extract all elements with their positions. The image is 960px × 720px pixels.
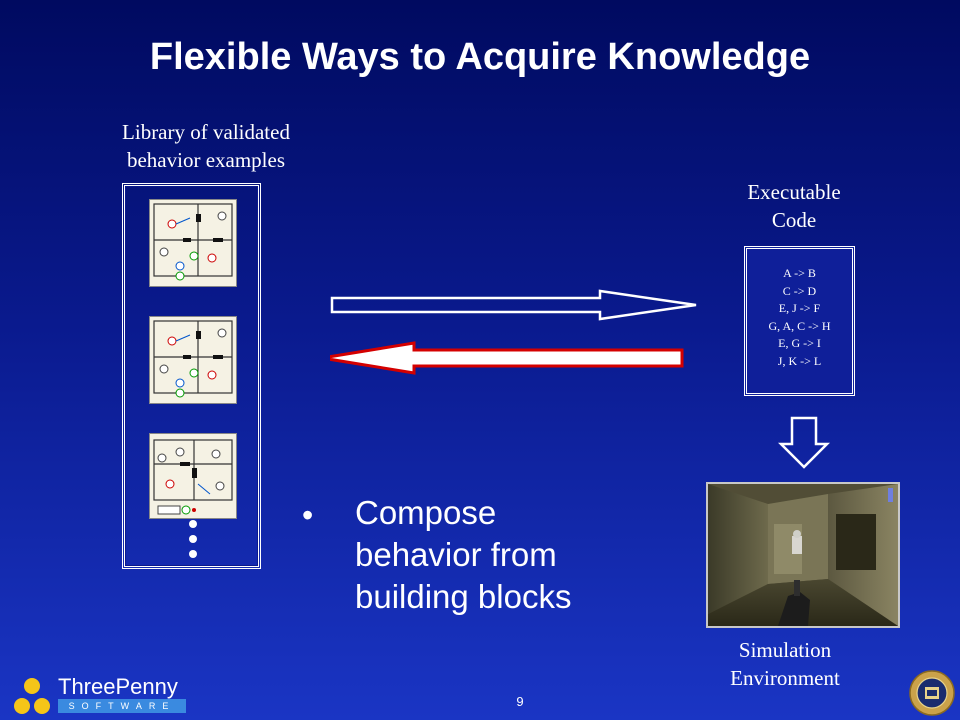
simulation-environment-label: Simulation Environment [700, 636, 870, 692]
code-line: E, J -> F [778, 301, 821, 315]
map-diagram-icon [153, 439, 233, 515]
executable-label-line2: Code [771, 208, 817, 232]
code-line: G, A, C -> H [768, 318, 831, 333]
down-arrow-icon [778, 416, 830, 469]
arrows-group [330, 289, 697, 375]
page-number: 9 [516, 694, 524, 709]
game-scene-image [708, 484, 898, 626]
bullet-point-icon: • [302, 497, 314, 533]
library-label-line1: Library of validated [122, 120, 290, 144]
executable-code-label: Executable Code [724, 178, 864, 234]
bullet-line2: behavior from [355, 536, 557, 573]
library-label-line2: behavior examples [126, 148, 286, 172]
behavior-example-thumbnail-1 [149, 199, 237, 287]
simulation-label-line2: Environment [730, 666, 840, 690]
forward-arrow-icon [330, 289, 697, 321]
library-label: Library of validated behavior examples [96, 118, 316, 174]
executable-label-line1: Executable [747, 180, 841, 204]
behavior-library-panel [122, 183, 261, 569]
compose-bullet-text: Compose behavior from building blocks [355, 492, 655, 618]
executable-code-box: A -> B C -> D E, J -> F G, A, C -> H E, … [744, 246, 855, 396]
map-diagram-icon [153, 203, 233, 281]
behavior-example-thumbnail-2 [149, 316, 237, 404]
code-line: C -> D [782, 283, 817, 298]
bullet-line3: building blocks [355, 578, 572, 615]
code-line: J, K -> L [777, 353, 822, 368]
bullet-line1: Compose [355, 494, 497, 531]
code-line: E, G -> I [778, 336, 821, 350]
threepenny-coins-logo-icon [14, 678, 50, 714]
code-line: A -> B [783, 266, 816, 280]
simulation-environment-screenshot [706, 482, 900, 628]
simulation-label-line1: Simulation [738, 638, 832, 662]
university-seal-icon [909, 670, 955, 716]
logo-name: ThreePenny [58, 674, 178, 699]
logo-tagline: SOFTWARE [58, 699, 186, 713]
back-arrow-icon [330, 341, 684, 375]
map-diagram-icon [153, 320, 233, 398]
behavior-example-thumbnail-3 [149, 433, 237, 519]
slide-title: Flexible Ways to Acquire Knowledge [149, 36, 811, 78]
